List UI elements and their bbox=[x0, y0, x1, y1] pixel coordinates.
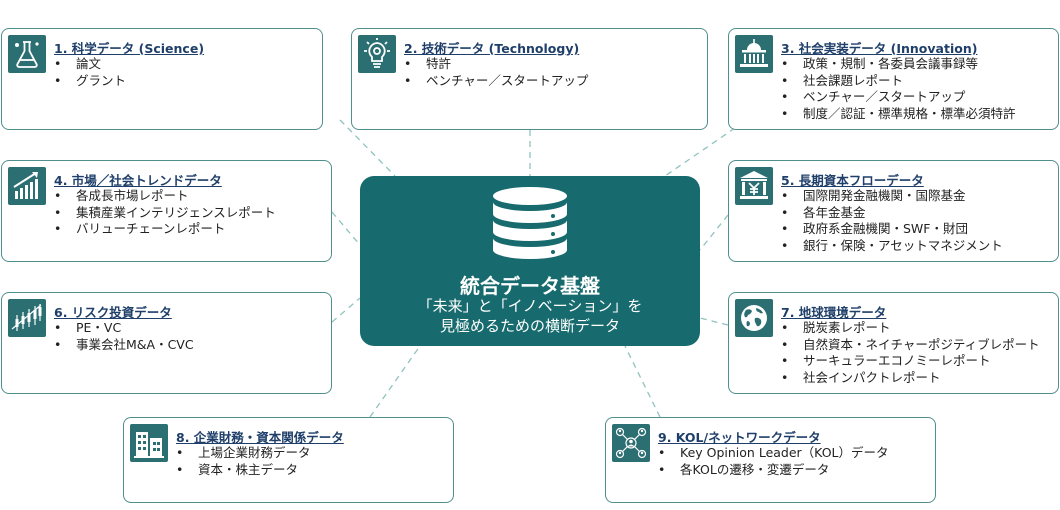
list-item: 集積産業インテリジェンスレポート bbox=[54, 205, 276, 222]
card-title: 5. 長期資本フローデータ bbox=[781, 173, 924, 188]
card-title: 4. 市場／社会トレンドデータ bbox=[54, 173, 222, 188]
card-title: 6. リスク投資データ bbox=[54, 305, 172, 320]
hub-subtitle-line1: 「未来」と「イノベーション」を bbox=[417, 297, 643, 315]
card-item-list: 特許 ベンチャー／スタートアップ bbox=[404, 56, 588, 89]
card-title: 7. 地球環境データ bbox=[781, 305, 887, 320]
card-risk-investment: 6. リスク投資データ PE・VC 事業会社M&A・CVC bbox=[1, 292, 332, 394]
list-item: 資本・株主データ bbox=[176, 462, 311, 479]
list-item: 国際開発金融機関・国際基金 bbox=[781, 188, 1003, 205]
list-item: 政府系金融機関・SWF・財団 bbox=[781, 221, 1003, 238]
list-item: 銀行・保険・アセットマネジメント bbox=[781, 238, 1003, 255]
list-item: 自然資本・ネイチャーポジティブレポート bbox=[781, 337, 1040, 354]
list-item: 社会インパクトレポート bbox=[781, 370, 1040, 387]
list-item: 特許 bbox=[404, 56, 588, 73]
card-title: 2. 技術データ (Technology) bbox=[404, 41, 580, 56]
hub-subtitle: 「未来」と「イノベーション」を 見極めるための横断データ bbox=[360, 296, 700, 336]
list-item: グラント bbox=[54, 73, 126, 90]
card-item-list: Key Opinion Leader（KOL）データ 各KOLの遷移・変遷データ bbox=[658, 445, 889, 478]
list-item: 制度／認証・標準規格・標準必須特許 bbox=[781, 106, 1016, 123]
list-item: 脱炭素レポート bbox=[781, 320, 1040, 337]
list-item: バリューチェーンレポート bbox=[54, 221, 276, 238]
card-market-trend: 4. 市場／社会トレンドデータ 各成長市場レポート 集積産業インテリジェンスレポ… bbox=[1, 160, 332, 262]
card-science: 1. 科学データ (Science) 論文 グラント bbox=[1, 28, 323, 130]
card-title: 3. 社会実装データ (Innovation) bbox=[781, 41, 978, 56]
list-item: 各成長市場レポート bbox=[54, 188, 276, 205]
list-item: 各年金基金 bbox=[781, 205, 1003, 222]
card-long-term-capital: 5. 長期資本フローデータ 国際開発金融機関・国際基金 各年金基金 政府系金融機… bbox=[728, 160, 1059, 262]
list-item: 上場企業財務データ bbox=[176, 445, 311, 462]
card-kol-network: 9. KOL/ネットワークデータ Key Opinion Leader（KOL）… bbox=[605, 417, 936, 503]
card-item-list: 国際開発金融機関・国際基金 各年金基金 政府系金融機関・SWF・財団 銀行・保険… bbox=[781, 188, 1003, 254]
card-item-list: 脱炭素レポート 自然資本・ネイチャーポジティブレポート サーキュラーエコノミーレ… bbox=[781, 320, 1040, 386]
card-title: 9. KOL/ネットワークデータ bbox=[658, 430, 821, 445]
card-title: 1. 科学データ (Science) bbox=[54, 41, 205, 56]
candlestick-icon bbox=[8, 299, 46, 337]
lightbulb-gear-icon bbox=[358, 35, 396, 73]
card-innovation: 3. 社会実装データ (Innovation) 政策・規制・各委員会議事録等 社… bbox=[728, 28, 1059, 130]
growth-chart-icon bbox=[8, 167, 46, 205]
hub-subtitle-line2: 見極めるための横断データ bbox=[439, 317, 620, 335]
globe-icon bbox=[735, 299, 773, 337]
network-people-icon bbox=[612, 424, 650, 462]
card-item-list: 論文 グラント bbox=[54, 56, 126, 89]
list-item: 社会課題レポート bbox=[781, 73, 1016, 90]
card-technology: 2. 技術データ (Technology) 特許 ベンチャー／スタートアップ bbox=[351, 28, 708, 130]
card-item-list: 上場企業財務データ 資本・株主データ bbox=[176, 445, 311, 478]
card-item-list: 各成長市場レポート 集積産業インテリジェンスレポート バリューチェーンレポート bbox=[54, 188, 276, 238]
list-item: ベンチャー／スタートアップ bbox=[781, 89, 1016, 106]
card-title: 8. 企業財務・資本関係データ bbox=[176, 430, 344, 445]
list-item: 論文 bbox=[54, 56, 126, 73]
list-item: 政策・規制・各委員会議事録等 bbox=[781, 56, 1016, 73]
card-item-list: PE・VC 事業会社M&A・CVC bbox=[54, 320, 194, 353]
list-item: 各KOLの遷移・変遷データ bbox=[658, 462, 889, 479]
capitol-icon bbox=[735, 35, 773, 73]
bank-yen-icon bbox=[735, 167, 773, 205]
central-data-platform: 統合データ基盤 「未来」と「イノベーション」を 見極めるための横断データ bbox=[360, 176, 700, 346]
list-item: 事業会社M&A・CVC bbox=[54, 337, 194, 354]
card-global-environment: 7. 地球環境データ 脱炭素レポート 自然資本・ネイチャーポジティブレポート サ… bbox=[728, 292, 1059, 394]
list-item: PE・VC bbox=[54, 320, 194, 337]
card-corporate-finance: 8. 企業財務・資本関係データ 上場企業財務データ 資本・株主データ bbox=[123, 417, 454, 503]
buildings-icon bbox=[130, 424, 168, 462]
card-item-list: 政策・規制・各委員会議事録等 社会課題レポート ベンチャー／スタートアップ 制度… bbox=[781, 56, 1016, 122]
hub-title: 統合データ基盤 bbox=[460, 274, 600, 298]
list-item: ベンチャー／スタートアップ bbox=[404, 73, 588, 90]
database-icon bbox=[493, 187, 567, 259]
list-item: サーキュラーエコノミーレポート bbox=[781, 353, 1040, 370]
list-item: Key Opinion Leader（KOL）データ bbox=[658, 445, 889, 462]
flask-icon bbox=[8, 35, 46, 73]
